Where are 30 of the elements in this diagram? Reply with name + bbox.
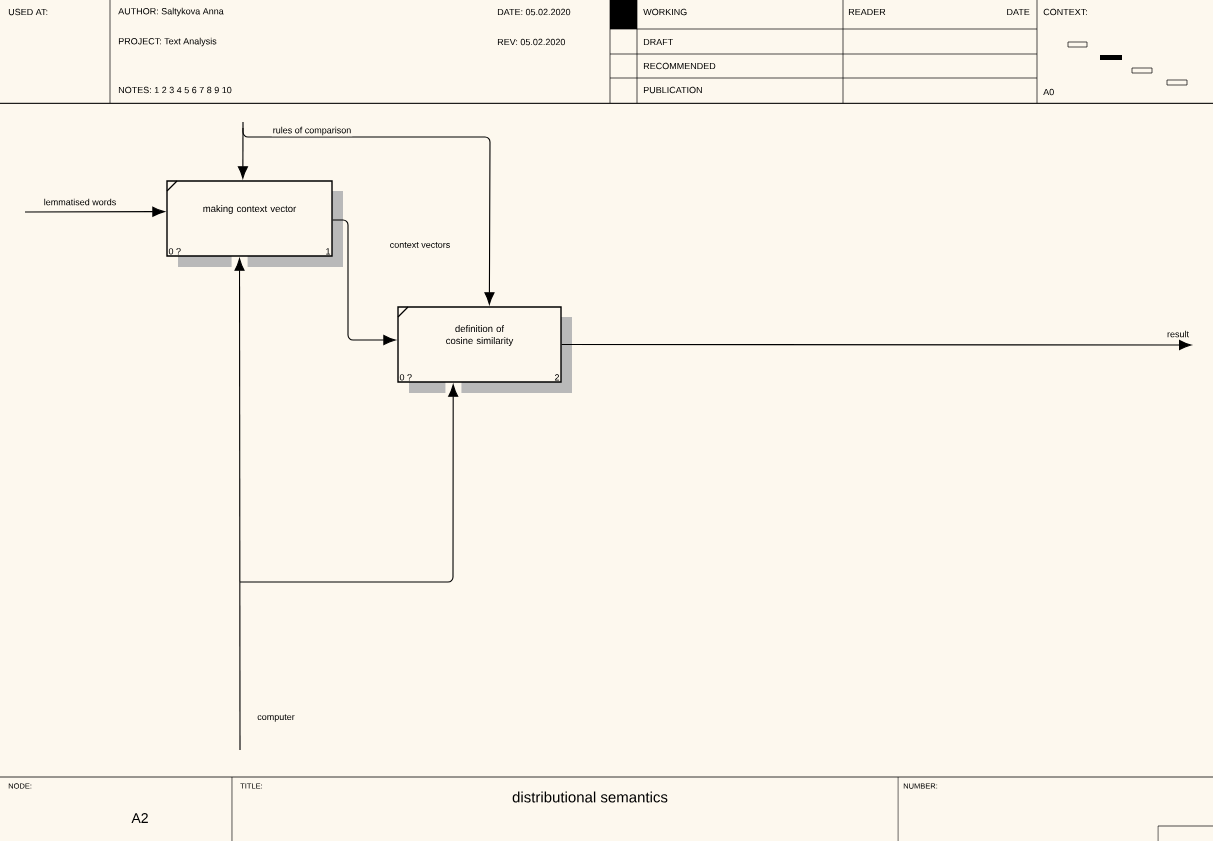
form-label: REV: 05.02.2020 (497, 38, 566, 46)
form-label: A0 (1043, 88, 1054, 96)
edge-label: lemmatised words (42, 197, 118, 207)
activity-box: definition of cosine similarity 0 ? 2 (397, 306, 572, 393)
form-label: WORKING (643, 8, 687, 16)
activity-box: making context vector 0 ? 1 (166, 180, 343, 267)
edge-label: result (1166, 329, 1190, 339)
form-label: CONTEXT: (1043, 8, 1087, 16)
arrow (242, 127, 495, 305)
arrow (237, 121, 248, 179)
form-label: A2 (131, 813, 148, 823)
edge-label: rules of comparison (271, 125, 353, 137)
arrow (234, 258, 245, 751)
form-label: DATE: 05.02.2020 (497, 8, 571, 16)
form-label: RECOMMENDED (643, 62, 716, 70)
edge-label: computer (256, 713, 296, 723)
arrow (239, 384, 459, 583)
form-label: PUBLICATION (643, 86, 702, 94)
form-label: PROJECT: Text Analysis (118, 37, 217, 47)
form-label: READER (848, 8, 886, 16)
form-label: NOTES: 1 2 3 4 5 6 7 8 9 10 (118, 86, 232, 94)
form-label: DATE (1007, 8, 1030, 16)
form-label: DRAFT (643, 38, 673, 46)
edge-label: context vectors (388, 241, 452, 249)
arrow (24, 206, 165, 217)
form-label: AUTHOR: Saltykova Anna (118, 7, 224, 17)
form-label: USED AT: (8, 8, 48, 16)
arrow (332, 219, 396, 345)
diagram-title: distributional semantics (512, 791, 668, 803)
arrow (561, 339, 1192, 351)
